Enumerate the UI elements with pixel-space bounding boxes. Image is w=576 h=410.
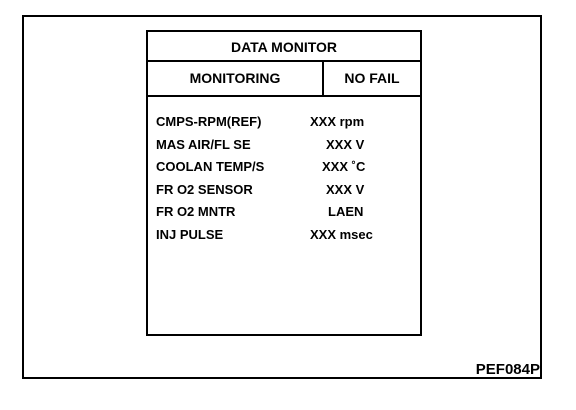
data-row: FR O2 MNTR LAEN xyxy=(156,201,416,224)
item-label: FR O2 SENSOR xyxy=(156,181,253,197)
item-value: XXX rpm xyxy=(310,114,365,129)
item-value: XXX ˚C xyxy=(322,159,366,175)
figure-frame xyxy=(22,15,542,379)
item-label: INJ PULSE xyxy=(156,226,224,242)
item-label: COOLAN TEMP/S xyxy=(156,159,265,175)
screen-title: DATA MONITOR xyxy=(148,32,420,62)
figure-code: PEF084P xyxy=(475,361,540,378)
data-row: INJ PULSE XXX msec xyxy=(156,224,416,247)
monitor-header-row: MONITORING NO FAIL xyxy=(148,62,420,97)
data-list: CMPS-RPM(REF) XXX rpm MAS AIR/FL SE XXX … xyxy=(156,111,416,247)
data-row: FR O2 SENSOR XXX V xyxy=(156,179,416,202)
data-row: COOLAN TEMP/S XXX ˚C xyxy=(156,156,416,179)
item-value: XXX V xyxy=(326,136,365,152)
item-label: MAS AIR/FL SE xyxy=(156,136,251,152)
data-row: MAS AIR/FL SE XXX V xyxy=(156,134,416,157)
item-value: XXX V xyxy=(326,181,365,197)
item-label: FR O2 MNTR xyxy=(156,204,236,220)
item-label: CMPS-RPM(REF) xyxy=(156,114,262,129)
data-row: CMPS-RPM(REF) XXX rpm xyxy=(156,111,416,134)
data-monitor-screen: DATA MONITOR MONITORING NO FAIL CMPS-RPM… xyxy=(146,30,422,336)
item-value: LAEN xyxy=(328,204,364,220)
monitoring-tab: MONITORING xyxy=(148,62,324,95)
item-value: XXX msec xyxy=(310,226,373,242)
status-indicator: NO FAIL xyxy=(344,70,400,86)
